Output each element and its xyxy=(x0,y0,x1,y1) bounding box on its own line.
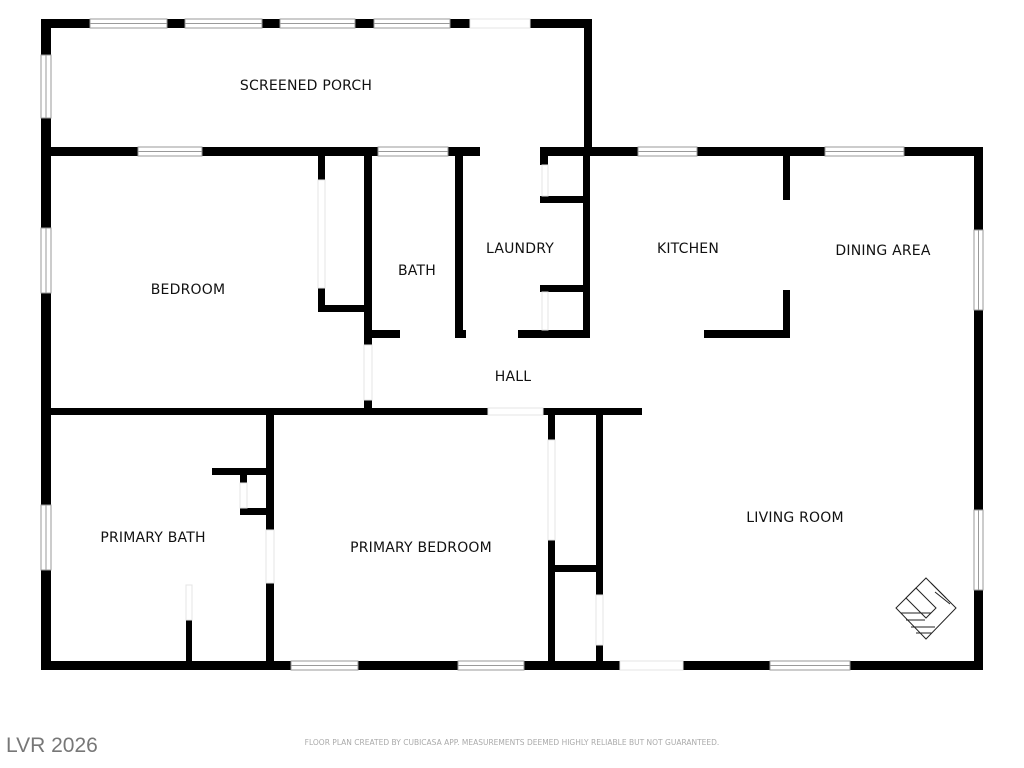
wall xyxy=(455,330,466,338)
wall xyxy=(548,415,555,440)
wall xyxy=(783,156,790,200)
room-label-living-room: LIVING ROOM xyxy=(746,510,844,526)
door-opening xyxy=(619,660,684,671)
wall xyxy=(548,540,555,661)
wall xyxy=(318,288,325,312)
wall xyxy=(543,408,642,415)
wall xyxy=(596,645,603,661)
door-opening xyxy=(317,179,326,289)
wall xyxy=(540,285,590,292)
room-label-bedroom: BEDROOM xyxy=(150,282,226,298)
watermark: LVR 2026 xyxy=(6,734,98,757)
door-opening xyxy=(547,439,556,541)
wall xyxy=(318,305,370,312)
wall xyxy=(41,408,488,415)
room-label-laundry: LAUNDRY xyxy=(486,241,554,257)
wall xyxy=(364,330,400,338)
door-opening xyxy=(541,291,549,331)
wall xyxy=(240,475,247,483)
wall xyxy=(704,330,790,338)
door-opening xyxy=(541,164,549,197)
door-opening xyxy=(469,18,531,29)
wall xyxy=(540,156,548,165)
door-opening xyxy=(363,344,373,401)
door-opening xyxy=(487,407,544,416)
room-label-primary-bedroom: PRIMARY BEDROOM xyxy=(350,540,492,556)
room-label-hall: HALL xyxy=(494,369,532,385)
wall xyxy=(364,156,372,345)
wall xyxy=(266,583,274,661)
wall xyxy=(584,19,592,156)
room-label-bath: BATH xyxy=(398,263,436,279)
wall xyxy=(41,19,51,670)
room-label-primary-bath: PRIMARY BATH xyxy=(100,530,206,546)
room-label-kitchen: KITCHEN xyxy=(656,241,720,257)
room-label-screened-porch: SCREENED PORCH xyxy=(239,78,373,94)
door-opening xyxy=(265,529,275,584)
wall xyxy=(364,400,372,410)
wall xyxy=(41,147,480,156)
door-opening xyxy=(595,594,604,646)
room-label-dining-area: DINING AREA xyxy=(835,243,931,259)
wall xyxy=(240,508,270,515)
wall xyxy=(540,196,590,203)
wall xyxy=(783,290,790,338)
wall xyxy=(583,156,590,338)
wall xyxy=(596,415,603,595)
wall xyxy=(186,620,192,661)
walls xyxy=(41,19,983,670)
wall xyxy=(455,156,463,338)
wall xyxy=(518,330,590,338)
wall xyxy=(318,156,325,180)
door-opening xyxy=(239,482,248,509)
disclaimer: FLOOR PLAN CREATED BY CUBICASA APP. MEAS… xyxy=(304,738,720,747)
windows xyxy=(40,18,984,671)
wall xyxy=(540,147,983,156)
wall xyxy=(548,565,600,572)
wall xyxy=(212,468,270,475)
door-opening xyxy=(185,584,193,621)
fireplace-icon xyxy=(895,577,957,640)
wall xyxy=(974,147,983,670)
